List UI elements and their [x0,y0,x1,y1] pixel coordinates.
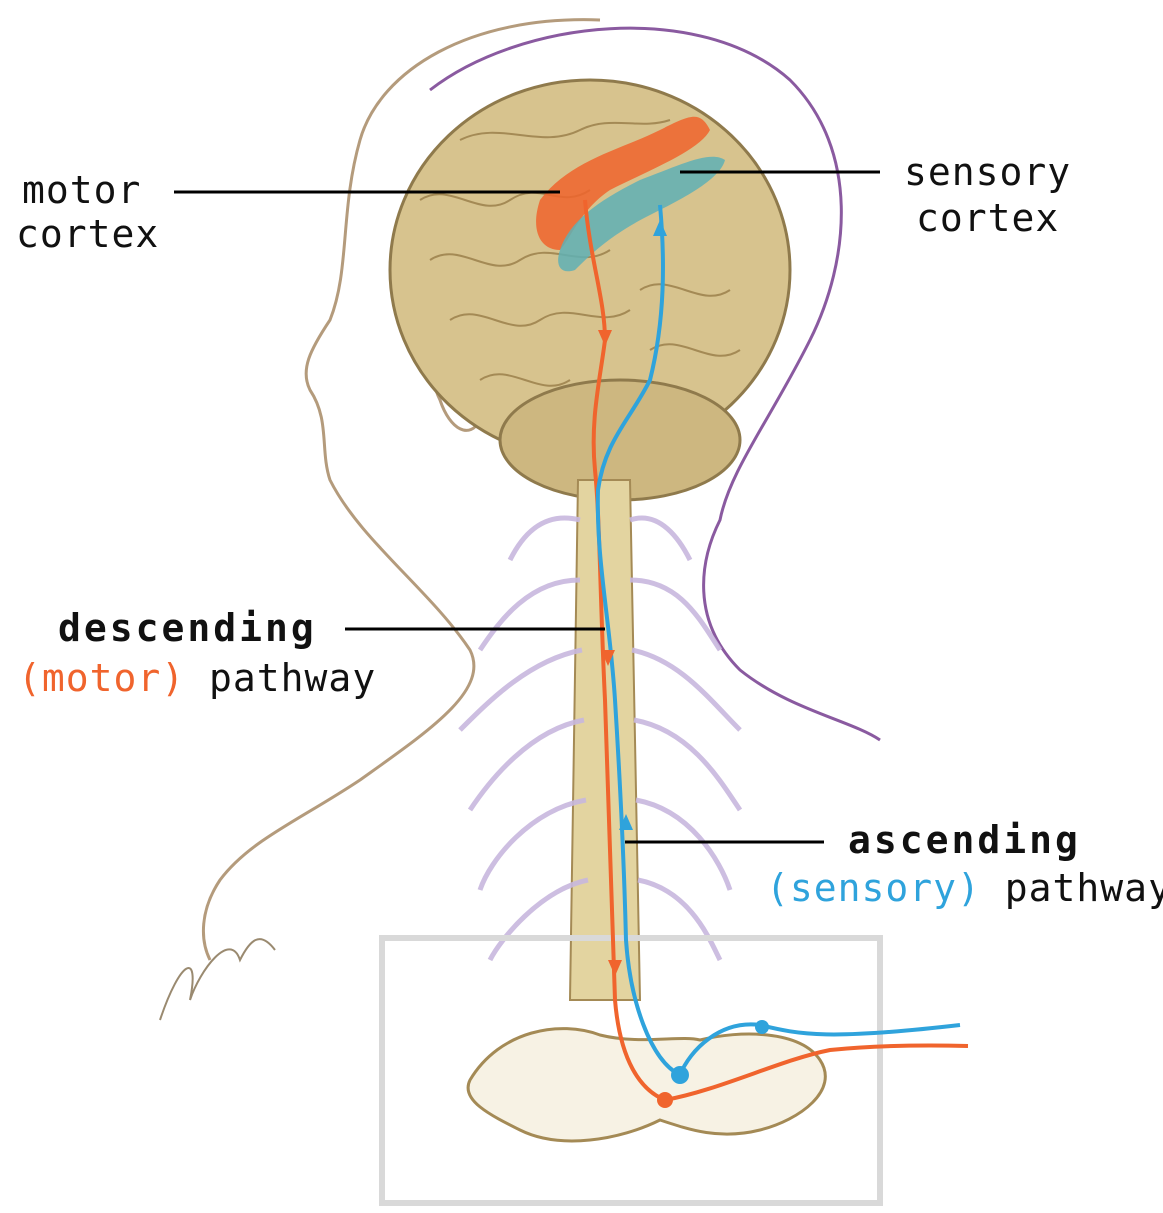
ascending-subtitle: (sensory) pathway [766,866,1163,910]
artist-signature [160,939,275,1020]
ascending-label: ascending [848,818,1081,862]
sensory-ganglion-cell [755,1020,769,1034]
ascending-pathway-word: pathway [1005,866,1163,910]
sensory-neuron-cell [671,1066,689,1084]
motor-neuron-cell [657,1092,673,1108]
descending-pathway-word: pathway [209,656,376,700]
motor-cortex-label-line1: motor [22,168,141,212]
sensory-cortex-label-line1: sensory [904,150,1071,194]
sensory-word: (sensory) [766,866,981,910]
sensory-cortex-label-line2: cortex [916,196,1059,240]
descending-subtitle: (motor) pathway [18,656,376,700]
motor-cortex-label-line2: cortex [16,212,159,256]
vertebra [468,1029,825,1141]
motor-word: (motor) [18,656,185,700]
descending-label: descending [58,606,317,650]
